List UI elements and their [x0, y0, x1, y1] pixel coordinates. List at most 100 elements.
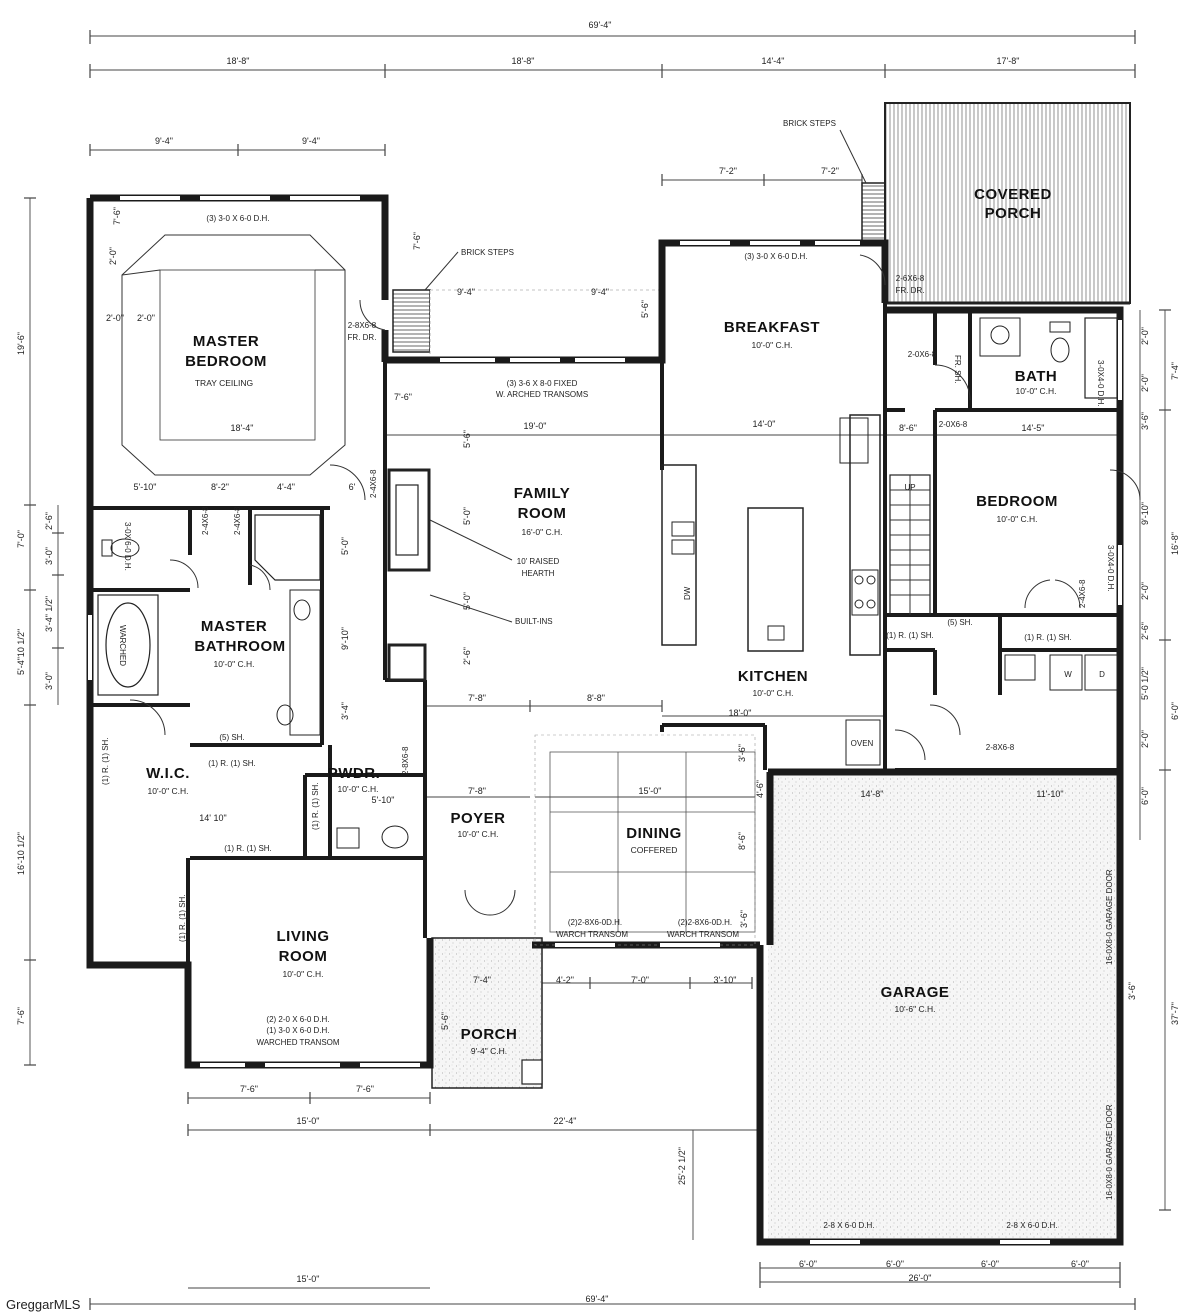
dim-g-bot1: 6'-0": [799, 1259, 817, 1269]
dim-right-i7: 5'-0 1/2": [1140, 667, 1150, 700]
dim-mb-side1: 2'-0": [106, 313, 124, 323]
note-din-win1-1: (2)2-8X6-0D.H.: [568, 918, 622, 927]
watermark-logo: GreggarMLS: [6, 1297, 81, 1312]
dim-lr-w1: 7'-6": [240, 1084, 258, 1094]
label-kitchen: KITCHEN: [738, 668, 808, 685]
note-lr-win-3: WARCHED TRANSOM: [256, 1038, 339, 1047]
room-labels: COVERED PORCH MASTER BEDROOM TRAY CEILIN…: [146, 186, 1057, 1056]
label-breakfast: BREAKFAST: [724, 319, 820, 336]
dim-g-bot4: 6'-0": [1071, 1259, 1089, 1269]
note-mb-window: (3) 3-0 X 6-0 D.H.: [206, 214, 269, 223]
dim-porch-w1: 7'-2": [719, 166, 737, 176]
label-foyer: POYER: [450, 810, 505, 827]
dim-hall-v3: 3'-4": [340, 702, 350, 720]
note-brick-steps-mid: BRICK STEPS: [461, 248, 514, 257]
note-hearth-2: HEARTH: [522, 569, 555, 578]
note-door-2868: 2-8X6-8: [986, 743, 1015, 752]
note-cp-frdr-1: 2-6X6-8: [896, 274, 925, 283]
label-kitchen-sub: 10'-0" C.H.: [752, 688, 793, 698]
label-living-1: LIVING: [276, 928, 329, 945]
note-tub: WARCHED: [118, 625, 127, 666]
note-din-win2-1: (2)2-8X6-0D.H.: [678, 918, 732, 927]
dim-mb-side2: 2'-0": [137, 313, 155, 323]
label-garage: GARAGE: [881, 984, 950, 1001]
note-door-2468b: 2-4X6-8: [233, 506, 242, 535]
note-shelf-5sh: (5) SH.: [947, 618, 972, 627]
note-door-2868b: 2-8X6-8: [401, 746, 410, 775]
label-porch-sub: 9'-4" C.H.: [471, 1046, 507, 1056]
note-cp-frdr-2: FR. DR.: [896, 286, 925, 295]
dim-bed-top: 14'-5": [1022, 423, 1045, 433]
dim-right-i10: 3'-6": [1127, 982, 1137, 1000]
label-breakfast-sub: 10'-0" C.H.: [751, 340, 792, 350]
note-lr-win-1: (2) 2-0 X 6-0 D.H.: [266, 1015, 329, 1024]
dim-right-i8: 2'-0": [1140, 730, 1150, 748]
note-g-door2: 16-0X8-0 GARAGE DOOR: [1105, 1104, 1114, 1200]
dim-g-bot2: 6'-0": [886, 1259, 904, 1269]
dim-bot-25: 25'-2 1/2": [677, 1147, 687, 1185]
dim-porch-w2: 7'-2": [821, 166, 839, 176]
note-din-win1-2: WARCH TRANSOM: [556, 930, 628, 939]
label-wic: W.I.C.: [146, 765, 190, 782]
label-pwdr: PWDR.: [328, 765, 381, 782]
note-fr-transom-1: (3) 3-6 X 8-0 FIXED: [507, 379, 578, 388]
note-g-win1: 2-8 X 6-0 D.H.: [823, 1221, 874, 1230]
note-wic-shelf1: (1) R. (1) SH.: [101, 737, 110, 785]
dim-mb-w: 18'-4": [231, 423, 254, 433]
dim-steps-h: 7'-6": [412, 232, 422, 250]
note-mb-win-side: 3-0X 6-0 D.H.: [123, 522, 132, 571]
dim-garage-w1: 14'-8": [861, 789, 884, 799]
dim-right-4: 37'-7": [1170, 1002, 1180, 1025]
dim-hall-v2: 9'-10": [340, 627, 350, 650]
label-family-1: FAMILY: [514, 485, 571, 502]
deck: [429, 289, 663, 361]
dim-mb-top-side1: 2'-0": [108, 247, 118, 265]
dim-dining-v3: 3'-6": [739, 910, 749, 928]
note-bk-window: (3) 3-0 X 6-0 D.H.: [744, 252, 807, 261]
dim-g-bot3: 6'-0": [981, 1259, 999, 1269]
note-door-2468: 2-4X6-8: [201, 506, 210, 535]
dim-dining-v1: 3'-6": [737, 744, 747, 762]
dim-lr-w2: 7'-6": [356, 1084, 374, 1094]
label-bedroom-sub: 10'-0" C.H.: [996, 514, 1037, 524]
dim-dining-v4: 4'-6": [755, 780, 765, 798]
dim-bot-22: 22'-4": [554, 1116, 577, 1126]
note-g-door1: 16-0X8-0 GARAGE DOOR: [1105, 869, 1114, 965]
dim-mb-row3: 4'-4": [277, 482, 295, 492]
note-door-2468c: 2-4X6-8: [369, 469, 378, 498]
note-mb-frdr-1: 2-8X6-8: [348, 321, 377, 330]
note-wic-shelf5: (1) R. (1) SH.: [178, 894, 187, 942]
dim-bed-left: 8'-6": [899, 423, 917, 433]
label-master-bath-1: MASTER: [201, 618, 267, 635]
dim-left-1: 19'-6": [16, 332, 26, 355]
label-living-2: ROOM: [279, 948, 328, 965]
dim-right-1: 7'-4": [1170, 362, 1180, 380]
dim-top-seg2: 18'-8": [512, 56, 535, 66]
dim-porch-top3: 7'-0": [631, 975, 649, 985]
dim-mb-top-side2: 7'-6": [112, 207, 122, 225]
note-shelf-bed2: (1) R. (1) SH.: [1024, 633, 1072, 642]
dim-bot-26: 26'-0": [909, 1273, 932, 1283]
note-hearth-1: 10' RAISED: [517, 557, 560, 566]
dim-dining-w: 15'-0": [639, 786, 662, 796]
dim-right-3: 6'-0": [1170, 702, 1180, 720]
note-bed-win-side: 3-0X4-0 D.H.: [1106, 545, 1115, 592]
dim-fr-w: 7'-6": [394, 392, 412, 402]
note-g-win2: 2-8 X 6-0 D.H.: [1006, 1221, 1057, 1230]
dim-right-i9: 6'-0": [1140, 787, 1150, 805]
dim-mb-row1: 5'-10": [134, 482, 157, 492]
label-dining-sub: COFFERED: [631, 845, 678, 855]
dim-left-4: 16'-10 1/2": [16, 832, 26, 875]
label-master-bedroom-2: BEDROOM: [185, 353, 267, 370]
dim-left-5: 7'-6": [16, 1007, 26, 1025]
label-wic-sub: 10'-0" C.H.: [147, 786, 188, 796]
label-dining: DINING: [626, 825, 682, 842]
note-builtins: BUILT-INS: [515, 617, 553, 626]
dim-garage-w2: 11'-10": [1036, 789, 1063, 799]
note-oven: OVEN: [851, 739, 874, 748]
label-master-bedroom-sub: TRAY CEILING: [195, 378, 253, 388]
garage-area: [768, 772, 1120, 1242]
label-living-sub: 10'-0" C.H.: [282, 969, 323, 979]
note-fr-transom-2: W. ARCHED TRANSOMS: [496, 390, 588, 399]
note-wic-shelf3: (1) R. (1) SH.: [311, 782, 320, 830]
